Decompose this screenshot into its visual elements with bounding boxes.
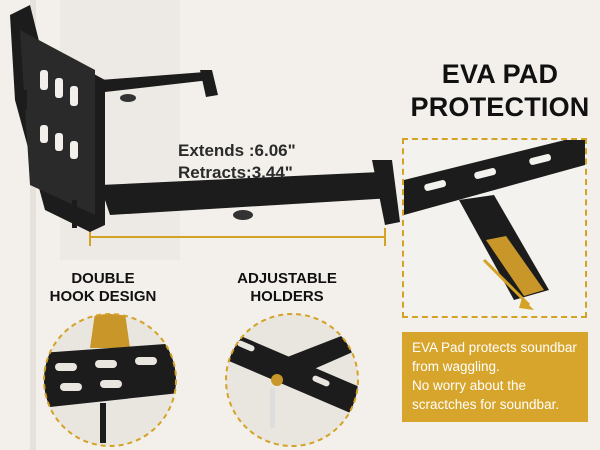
note-line-2: from waggling.: [412, 359, 500, 374]
note-line-3: No worry about the: [412, 378, 527, 393]
adjustable-line-1: ADJUSTABLE: [237, 270, 337, 287]
eva-pad-headline: EVA PAD PROTECTION: [405, 58, 595, 124]
note-line-1: EVA Pad protects soundbar: [412, 340, 577, 355]
feature-note-box: EVA Pad protects soundbar from waggling.…: [402, 332, 588, 422]
adjustable-line-2: HOLDERS: [250, 288, 324, 305]
adjustable-holders-label: ADJUSTABLE HOLDERS: [212, 270, 362, 306]
adjustable-holders-detail: [225, 313, 359, 447]
headline-line-1: EVA PAD: [441, 59, 559, 89]
double-hook-label: DOUBLE HOOK DESIGN: [28, 270, 178, 306]
eva-pad-inset: [402, 138, 587, 318]
double-hook-detail: [43, 313, 177, 447]
retracts-text: Retracts:3.44": [178, 163, 293, 182]
note-line-4: scractches for soundbar.: [412, 397, 560, 412]
extends-text: Extends :6.06": [178, 141, 296, 160]
measurement-text: Extends :6.06" Retracts:3.44": [178, 140, 296, 184]
double-hook-line-2: HOOK DESIGN: [49, 288, 157, 305]
double-hook-line-1: DOUBLE: [71, 270, 135, 287]
eva-pad-closeup: [404, 140, 585, 310]
bracket-main-illustration: [10, 5, 400, 232]
headline-line-2: PROTECTION: [410, 92, 590, 122]
